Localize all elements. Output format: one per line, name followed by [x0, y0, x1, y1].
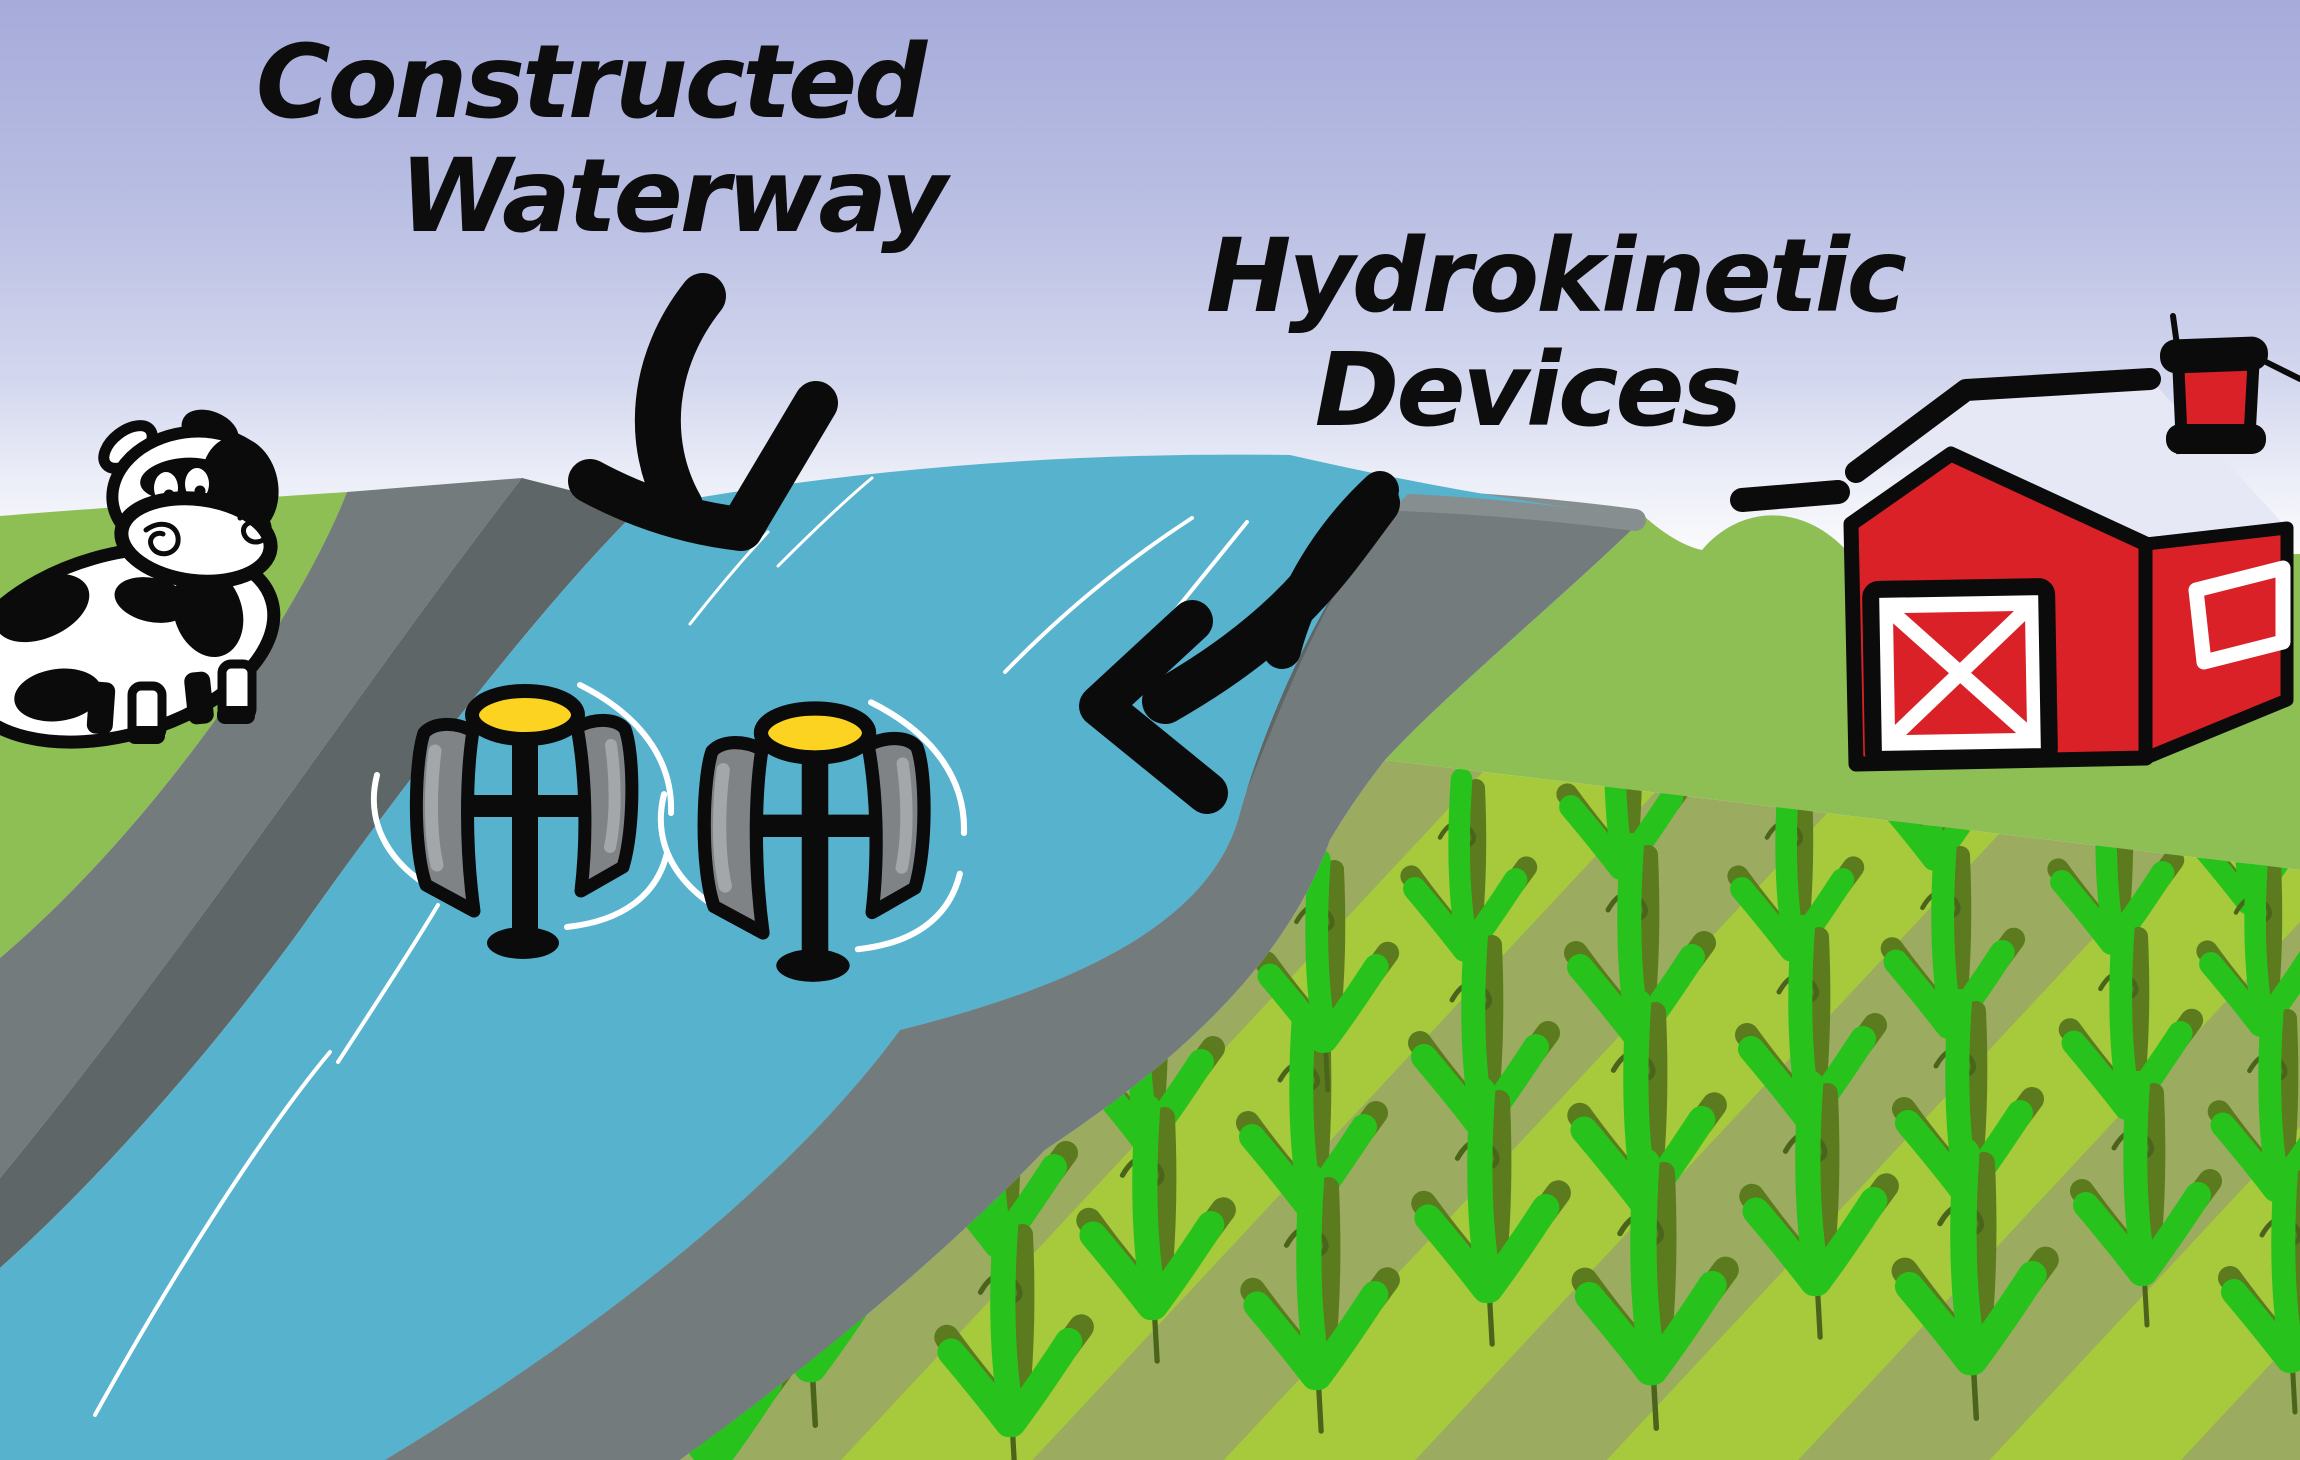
- label-constructed-waterway: Constructed Waterway: [180, 23, 1000, 254]
- cow-muzzle: [114, 491, 278, 589]
- cow-spots: [0, 567, 244, 722]
- barn-side-window: [2188, 560, 2291, 670]
- label-hydrokinetic-devices-line1: Hydrokinetic: [1205, 217, 1907, 336]
- label-constructed-waterway-line2: Waterway: [399, 137, 947, 257]
- arrow-constructed-waterway: [568, 273, 838, 551]
- canal-bank-left-inner: [0, 478, 640, 1268]
- canal-bank-right-inner: [385, 494, 1645, 1460]
- barn-roof-ridge: [1845, 368, 2161, 483]
- cow-nostril-left: [143, 521, 181, 557]
- cow-legs: [86, 659, 257, 744]
- cow: [0, 409, 281, 749]
- cow-nostril-right: [237, 511, 272, 545]
- water-streaks: [93, 476, 1249, 1417]
- canal-bank-ridge-highlight: [1389, 489, 1646, 531]
- arrow-down-head: [568, 381, 838, 551]
- cow-head: [98, 409, 279, 589]
- arrow-left-head: [1079, 600, 1228, 814]
- barn: [1730, 313, 2300, 772]
- lightning-rod-icon: [2170, 313, 2300, 382]
- barn-door: [1862, 578, 2058, 768]
- canal-bank-left-outer: [0, 478, 522, 1178]
- barn-side-wall: [2139, 521, 2294, 765]
- arrow-left-shaft: [1142, 480, 1400, 724]
- arrow-hydrokinetic-devices: [1079, 480, 1400, 814]
- label-hydrokinetic-devices: Hydrokinetic Devices: [1115, 217, 1995, 448]
- label-constructed-waterway-line1: Constructed: [255, 23, 927, 142]
- arrow-down-shaft: [634, 273, 726, 529]
- label-hydrokinetic-devices-line2: Devices: [1314, 331, 1743, 451]
- barn-eave-line: [1730, 480, 1850, 512]
- barn-cupola: [2159, 313, 2300, 455]
